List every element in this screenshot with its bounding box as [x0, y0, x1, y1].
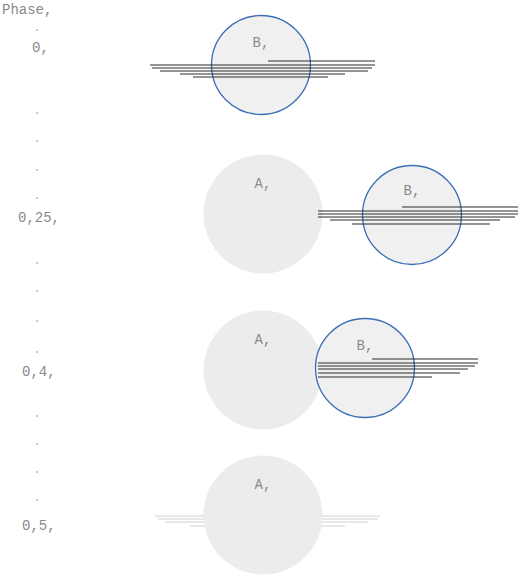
star-label: B,: [315, 338, 415, 354]
star-label: B,: [211, 35, 311, 51]
star-label: B,: [362, 183, 462, 199]
star-label: A,: [203, 332, 323, 348]
star-label: A,: [203, 176, 323, 192]
circle-outline: [203, 310, 323, 430]
axis-title: Phase,: [2, 2, 52, 18]
circle-outline: [315, 318, 415, 418]
tick-marks: [36, 29, 38, 501]
circle-outline: [362, 165, 462, 265]
ring-phase-0: [150, 61, 375, 77]
ring-phase-04: [318, 359, 478, 377]
star-circle: A,: [203, 154, 323, 274]
star-circle: A,: [203, 455, 323, 575]
star-circle: B,: [315, 318, 415, 418]
phase-value: 0,4,: [22, 364, 56, 380]
phase-value: 0,25,: [18, 210, 60, 226]
star-label: A,: [203, 477, 323, 493]
circle-outline: [203, 154, 323, 274]
ring-phase-025: [318, 207, 518, 224]
circle-outline: [203, 455, 323, 575]
star-circle: B,: [362, 165, 462, 265]
phase-value: 0,5,: [22, 518, 56, 534]
star-circle: A,: [203, 310, 323, 430]
phase-value: 0,: [32, 40, 49, 56]
